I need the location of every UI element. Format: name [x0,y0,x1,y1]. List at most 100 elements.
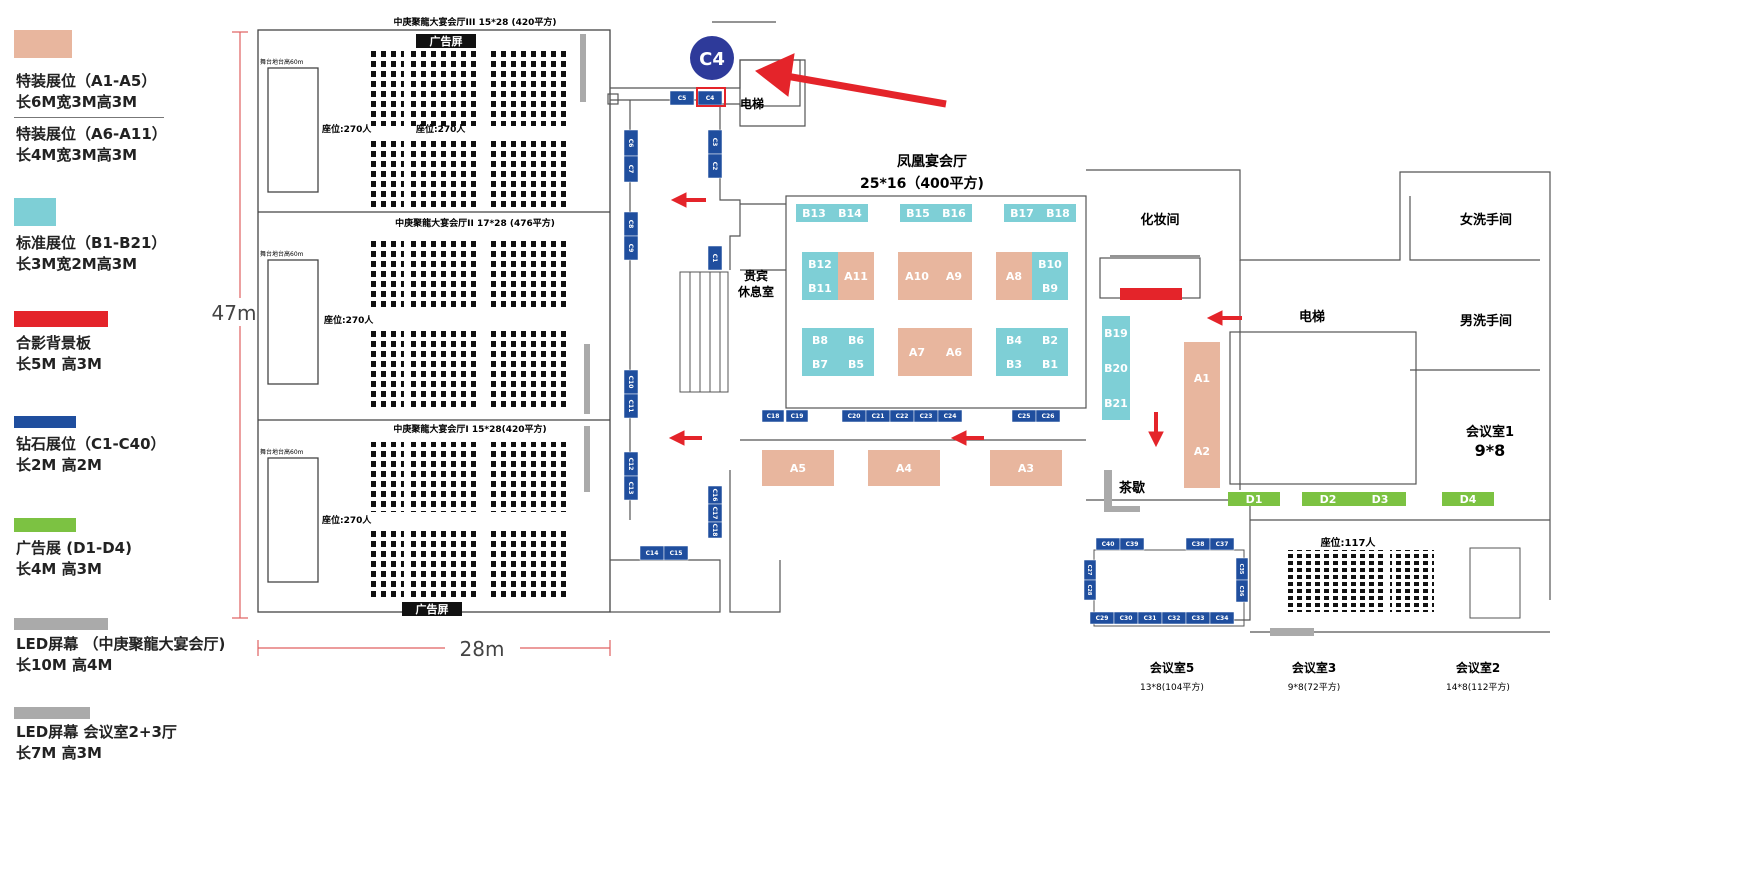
booth-c-c6[interactable]: C6 [623,129,639,157]
booth-b-b19[interactable]: B19 [1102,316,1130,350]
booth-c-c24[interactable]: C24 [937,409,963,423]
booth-b-b14[interactable]: B14 [832,204,868,222]
booth-b-b1[interactable]: B1 [1032,352,1068,376]
booth-c-c21[interactable]: C21 [865,409,891,423]
meeting-room2-label: 会议室2 [1456,660,1500,675]
hall3-title: 中庚聚龍大宴会厅III 15*28 (420平方) [393,16,556,28]
booth-c-c37[interactable]: C37 [1209,537,1235,551]
booth-b-b17[interactable]: B17 [1004,204,1040,222]
booth-a-a7[interactable]: A7 [898,328,936,376]
booth-b-b6[interactable]: B6 [838,328,874,352]
booth-c-c15[interactable]: C15 [663,545,689,561]
booth-label: B10 [1038,258,1062,271]
booth-b-b7[interactable]: B7 [802,352,838,376]
booth-label: A6 [946,346,963,359]
booth-c-c33[interactable]: C33 [1185,611,1211,625]
booth-a-a1[interactable]: A1 [1184,342,1220,414]
booth-b-b8[interactable]: B8 [802,328,838,352]
booth-b-b13[interactable]: B13 [796,204,832,222]
booth-c-c31[interactable]: C31 [1137,611,1163,625]
booth-d-d3[interactable]: D3 [1354,492,1406,506]
arrow-to-c4 [755,53,947,108]
booth-b-b18[interactable]: B18 [1040,204,1076,222]
booth-label: C23 [920,413,933,420]
booth-c-c19[interactable]: C19 [785,409,809,423]
booth-label: C7 [627,165,634,174]
booth-c-c2[interactable]: C2 [707,153,723,179]
booth-d-d4[interactable]: D4 [1442,492,1494,506]
booth-c-c4[interactable]: C4 [697,90,723,106]
width-dimension [257,640,611,656]
booth-label: C20 [848,413,861,420]
booth-a-a5[interactable]: A5 [762,450,834,486]
legend-swatch-standard [14,198,56,226]
phoenix-hall-title: 凤凰宴会厅 [897,153,967,170]
booth-c-c26[interactable]: C26 [1035,409,1061,423]
booth-c-c30[interactable]: C30 [1113,611,1139,625]
legend: 特装展位（A1-A5）长6M宽3M高3M 特装展位（A6-A11）长4M宽3M高… [0,0,300,869]
booth-b-b11[interactable]: B11 [802,276,838,300]
booth-label: B6 [848,334,864,347]
booth-b-b2[interactable]: B2 [1032,328,1068,352]
booth-a-a11[interactable]: A11 [838,252,874,300]
booth-c-c18[interactable]: C18 [761,409,785,423]
booth-b-b20[interactable]: B20 [1102,350,1130,386]
booth-c-c17[interactable]: C17 [707,503,723,523]
booth-b-b5[interactable]: B5 [838,352,874,376]
booth-label: C39 [1126,541,1139,548]
booth-c-c13[interactable]: C13 [623,475,639,501]
booth-c-c27[interactable]: C27 [1083,559,1097,581]
booth-b-b3[interactable]: B3 [996,352,1032,376]
booth-c-c23[interactable]: C23 [913,409,939,423]
booth-a-a4[interactable]: A4 [868,450,940,486]
booth-label: C31 [1144,615,1157,622]
booth-c-c32[interactable]: C32 [1161,611,1187,625]
booth-a-a6[interactable]: A6 [936,328,972,376]
booth-a-a10[interactable]: A10 [898,252,936,300]
booth-a-a2[interactable]: A2 [1184,414,1220,488]
booth-c-c18[interactable]: C18 [707,521,723,539]
booth-b-b9[interactable]: B9 [1032,276,1068,300]
booth-c-c8[interactable]: C8 [623,211,639,237]
booth-c-c9[interactable]: C9 [623,235,639,261]
booth-d-d2[interactable]: D2 [1302,492,1354,506]
hall2-seats: 座位:270人 [323,314,374,326]
booth-c-c29[interactable]: C29 [1089,611,1115,625]
booth-c-c12[interactable]: C12 [623,451,639,477]
booth-label: B17 [1010,207,1034,220]
booth-label: C40 [1102,541,1115,548]
booth-c-c39[interactable]: C39 [1119,537,1145,551]
booth-label: C32 [1168,615,1181,622]
booth-b-b21[interactable]: B21 [1102,386,1130,420]
booth-c-c7[interactable]: C7 [623,155,639,183]
booth-a-a3[interactable]: A3 [990,450,1062,486]
booth-c-c38[interactable]: C38 [1185,537,1211,551]
booth-c-c14[interactable]: C14 [639,545,665,561]
c4-marker[interactable]: C4 [690,36,734,80]
booth-c-c35[interactable]: C35 [1235,557,1249,581]
booth-a-a8[interactable]: A8 [996,252,1032,300]
booth-a-a9[interactable]: A9 [936,252,972,300]
booth-b-b10[interactable]: B10 [1032,252,1068,276]
booth-c-c34[interactable]: C34 [1209,611,1235,625]
booth-c-c11[interactable]: C11 [623,393,639,419]
booth-c-c3[interactable]: C3 [707,129,723,155]
booth-b-b4[interactable]: B4 [996,328,1032,352]
booth-c-c16[interactable]: C16 [707,485,723,505]
booth-c-c5[interactable]: C5 [669,90,695,106]
booth-d-d1[interactable]: D1 [1228,492,1280,506]
booth-c-c10[interactable]: C10 [623,369,639,395]
booth-b-b12[interactable]: B12 [802,252,838,276]
booth-c-c36[interactable]: C36 [1235,579,1249,603]
booth-label: B1 [1042,358,1058,371]
booth-c-c22[interactable]: C22 [889,409,915,423]
booth-c-c28[interactable]: C28 [1083,579,1097,601]
booth-label: C21 [872,413,885,420]
booth-b-b16[interactable]: B16 [936,204,972,222]
direction-arrows [668,53,1242,448]
booth-b-b15[interactable]: B15 [900,204,936,222]
booth-c-c20[interactable]: C20 [841,409,867,423]
booth-c-c1[interactable]: C1 [707,245,723,271]
booth-c-c40[interactable]: C40 [1095,537,1121,551]
booth-c-c25[interactable]: C25 [1011,409,1037,423]
